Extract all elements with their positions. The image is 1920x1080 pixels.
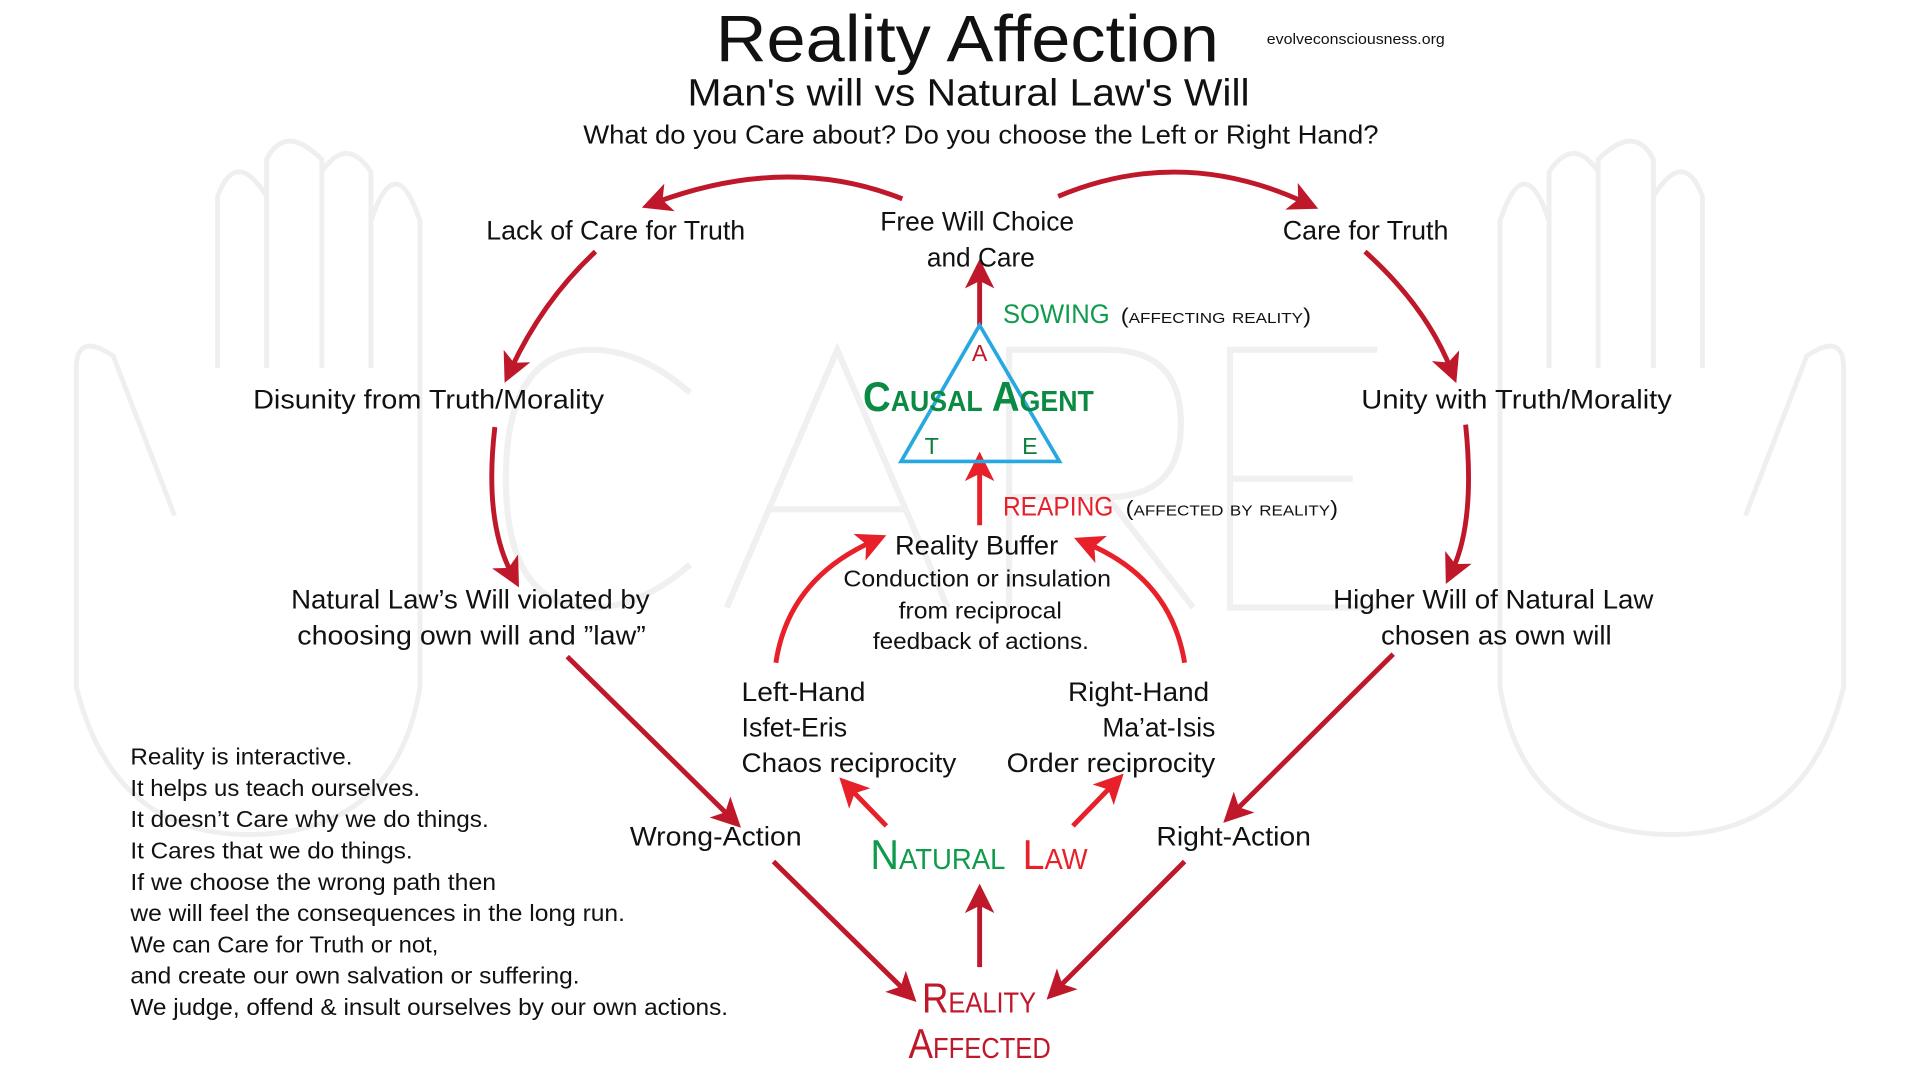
paragraph-line: It helps us teach ourselves. (130, 775, 420, 801)
arrow-to-order (1071, 773, 1124, 828)
node-free-will-line2: and Care (927, 242, 1035, 272)
arrow-to-care-for-truth (1057, 169, 1319, 210)
arrow-to-wrong-action (565, 654, 741, 828)
reality-buffer-line3: feedback of actions. (873, 628, 1089, 654)
website-link[interactable]: evolveconsciousness.org (1267, 32, 1445, 48)
node-higher-will-line2: chosen as own will (1381, 620, 1612, 650)
flow-arrows (489, 169, 1472, 1002)
node-wrong-action: Wrong-Action (630, 822, 802, 852)
arrow-wrong-to-reality (771, 859, 917, 1002)
arrow-to-right-action (1223, 652, 1395, 823)
reaping-note: (affected by reality) (1126, 497, 1338, 520)
sowing-label: SOWING (1003, 299, 1110, 329)
reality-buffer-title: Reality Buffer (895, 531, 1058, 561)
right-hand-line3: Order reciprocity (1007, 748, 1216, 778)
causal-agent-triangle (897, 321, 1063, 464)
node-right-action: Right-Action (1156, 822, 1311, 852)
triangle-vertex-a: A (972, 340, 988, 366)
right-hand-line1: Right-Hand (1068, 677, 1209, 707)
paragraph-line: We judge, offend & insult ourselves by o… (130, 994, 728, 1020)
triangle-vertex-t: T (925, 433, 939, 459)
paragraph-line: It doesn’t Care why we do things. (130, 806, 488, 832)
care-watermark-icon (502, 341, 1378, 611)
arrow-to-chaos (839, 777, 889, 828)
node-care-for-truth: Care for Truth (1283, 215, 1449, 245)
paragraph-line: If we choose the wrong path then (130, 869, 496, 895)
subtitle: Man's will vs Natural Law's Will (688, 73, 1250, 115)
arrow-to-higher-will (1445, 424, 1472, 584)
paragraph-line: Reality is interactive. (130, 744, 352, 770)
arrow-to-unity (1363, 249, 1460, 384)
node-nl-violated-line2: choosing own will and ”law” (297, 620, 646, 650)
left-hand-line3: Chaos reciprocity (742, 748, 957, 778)
node-unity: Unity with Truth/Morality (1361, 385, 1672, 415)
paragraph-line: and create our own salvation or sufferin… (130, 963, 579, 989)
triangle-vertex-e: E (1022, 433, 1038, 459)
law-label: Law (1023, 831, 1089, 878)
arrow-right-hand-to-buffer (1074, 535, 1188, 664)
right-hand-line2: Ma’at-Isis (1102, 712, 1215, 742)
reality-affected-line1: Reality (922, 975, 1036, 1022)
node-free-will-line1: Free Will Choice (880, 207, 1074, 237)
node-nl-violated-line1: Natural Law’s Will violated by (291, 585, 650, 615)
reality-buffer-line2: from reciprocal (899, 598, 1062, 624)
left-hand-line1: Left-Hand (742, 677, 866, 707)
arrow-to-nl-violated (489, 426, 519, 588)
hand-watermark-icons (73, 138, 1847, 838)
node-disunity: Disunity from Truth/Morality (253, 385, 605, 415)
left-hand-line2: Isfet-Eris (742, 712, 848, 742)
arrow-to-disunity (503, 249, 598, 383)
paragraph-line: It Cares that we do things. (130, 837, 412, 863)
question: What do you Care about? Do you choose th… (583, 122, 1378, 150)
arrow-left-hand-to-buffer (773, 533, 887, 664)
paragraph-line: we will feel the consequences in the lon… (129, 900, 625, 926)
reality-affected-line2: Affected (908, 1020, 1050, 1067)
causal-agent-label: Causal Agent (863, 373, 1094, 420)
node-higher-will-line1: Higher Will of Natural Law (1333, 585, 1654, 615)
sowing-note: (affecting reality) (1121, 305, 1311, 328)
node-lack-of-care: Lack of Care for Truth (486, 215, 745, 245)
arrow-to-lack-of-care (641, 174, 904, 212)
paragraph-line: We can Care for Truth or not, (130, 931, 438, 957)
arrow-right-to-reality (1046, 859, 1187, 1000)
reality-buffer-line1: Conduction or insulation (843, 566, 1111, 592)
page-title: Reality Affection (716, 2, 1219, 76)
natural-label: Natural (870, 831, 1005, 878)
reaping-label: REAPING (1003, 491, 1113, 521)
